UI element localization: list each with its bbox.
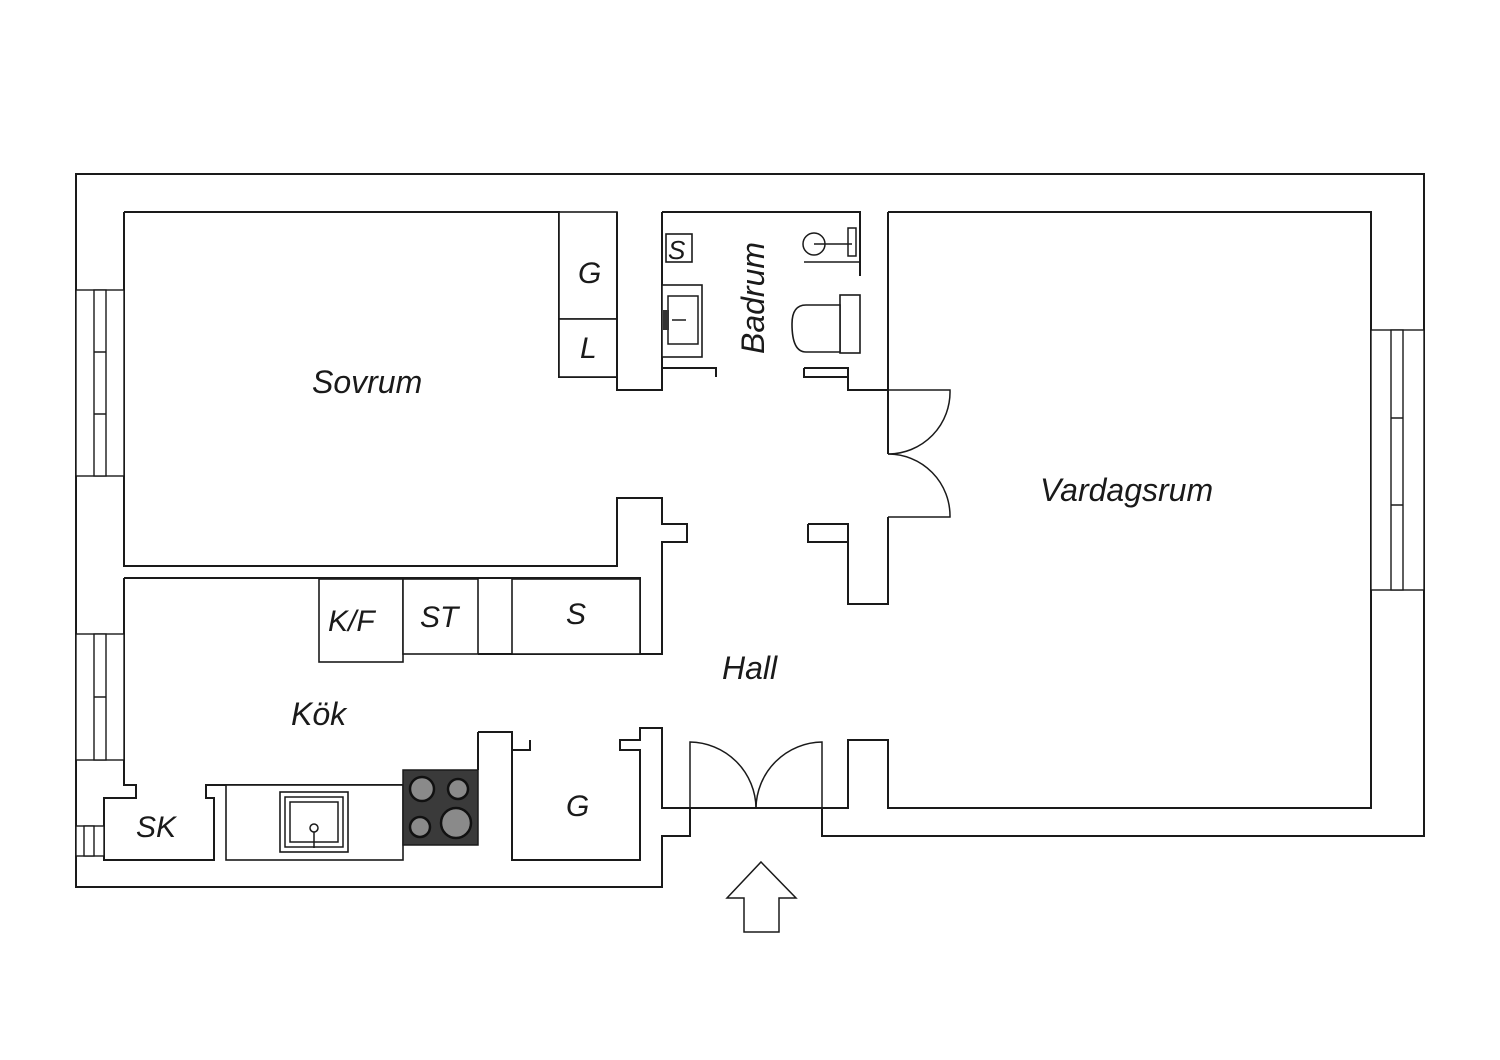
bathroom-cabinet [665,233,693,263]
label-hall-g: G [566,790,589,823]
label-kf: K/F [328,605,376,638]
label-bathroom-s: S [668,235,686,265]
room-label-hall: Hall [722,650,778,686]
living-room [822,211,1372,809]
label-bedroom-l: L [580,332,597,365]
room-label-kok: Kök [291,696,348,732]
bedroom-closets [558,211,618,378]
hall-wardrobe [511,578,641,655]
fridge-freezer [318,578,404,663]
room-label-vardagsrum: Vardagsrum [1040,472,1213,508]
windows [75,289,1425,857]
label-st: ST [420,601,461,634]
living-room-doors [807,389,951,605]
entrance-arrow-icon [725,860,798,933]
bathroom [616,211,889,391]
washbasin-icon [661,284,703,358]
room-label-sovrum: Sovrum [312,364,422,400]
toilet-icon [791,294,861,354]
stove-cabinet [402,578,479,655]
entrance-doors [689,741,823,809]
shower-icon [802,227,860,263]
kitchen-sink-icon [279,791,349,853]
room-label-badrum: Badrum [735,242,771,354]
label-bedroom-g: G [578,257,601,290]
label-sk: SK [136,811,178,844]
stove-icon [402,769,479,846]
label-hall-s: S [566,598,586,631]
kitchen [103,577,690,861]
